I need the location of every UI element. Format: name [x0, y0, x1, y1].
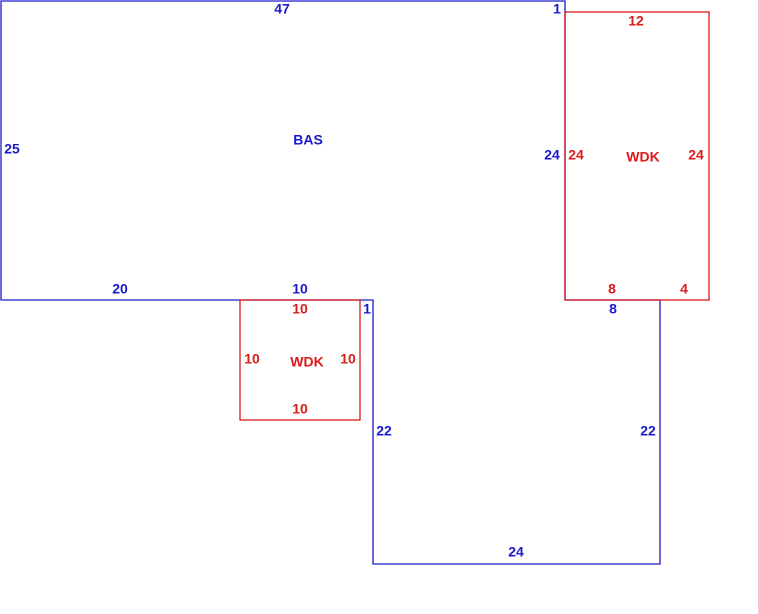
bas-dim-step-top: 1: [553, 1, 561, 17]
bas-dim-lower-right: 22: [640, 423, 656, 439]
bas-outline: [0, 0, 661, 565]
bas-dim-lower-bottom: 24: [508, 544, 524, 560]
bas-dim-top: 47: [274, 1, 290, 17]
wdk-center-dim-left: 10: [244, 351, 260, 367]
wdk-center-outline: [239, 299, 361, 421]
wdk-center-dim-right: 10: [340, 351, 356, 367]
wdk-right-dim-top: 12: [628, 13, 644, 29]
wdk-center-area-label: WDK: [290, 354, 323, 370]
wdk-right-dim-bottom-left: 8: [608, 281, 616, 297]
wdk-right-area-label: WDK: [626, 149, 659, 165]
wdk-right-labels: WDK 12 24 24 8 4: [568, 13, 704, 297]
bas-dim-step-mid: 1: [363, 301, 371, 317]
wdk-center-dim-top: 10: [292, 301, 308, 317]
bas-dim-bottom-left: 20: [112, 281, 128, 297]
bas-dim-right: 24: [544, 147, 560, 163]
bas-dim-lower-left: 22: [376, 423, 392, 439]
bas-dim-bottom-mid: 10: [292, 281, 308, 297]
wdk-right-dim-bottom-right: 4: [680, 281, 688, 297]
wdk-center-dim-bottom: 10: [292, 401, 308, 417]
wdk-right-dim-right: 24: [688, 147, 704, 163]
bas-area-label: BAS: [293, 132, 323, 148]
wdk-right-outline: [564, 11, 710, 301]
bas-dim-left: 25: [4, 141, 20, 157]
bas-dim-bottom-right: 8: [609, 301, 617, 317]
wdk-right-dim-left: 24: [568, 147, 584, 163]
bas-labels: BAS 47 25 20 10 1 1 24 8 22 22 24: [4, 1, 656, 560]
wdk-center-labels: WDK 10 10 10 10: [244, 301, 356, 417]
